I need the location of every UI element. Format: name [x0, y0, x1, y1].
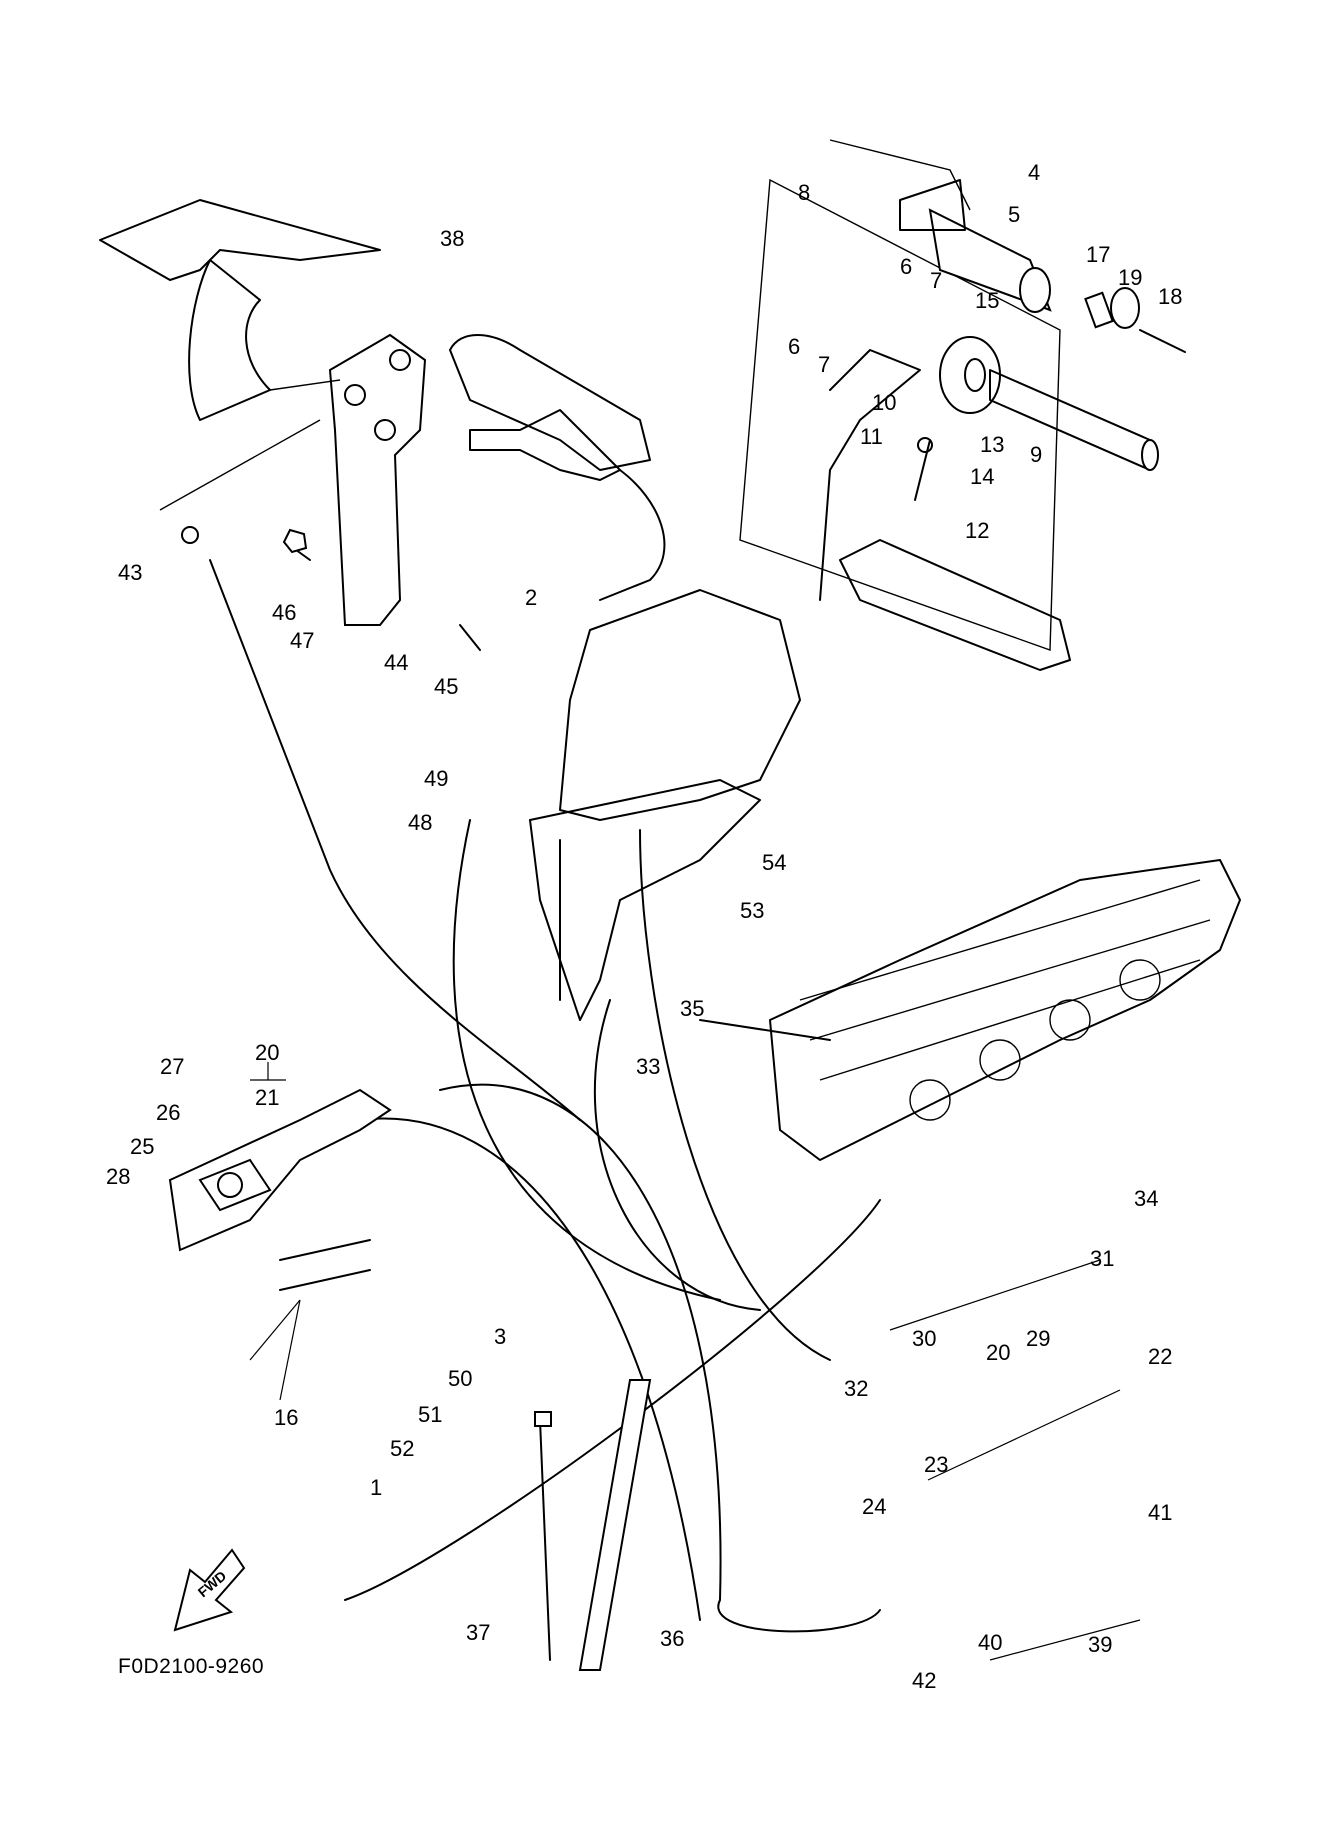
callout-12: 12 — [965, 518, 989, 543]
callout-14: 14 — [970, 464, 994, 489]
callout-43: 43 — [118, 560, 142, 585]
callout-37: 37 — [466, 1620, 490, 1645]
callout-53: 53 — [740, 898, 764, 923]
figure-code: F0D2100-9260 — [118, 1655, 265, 1678]
callout-34: 34 — [1134, 1186, 1158, 1211]
callout-9: 9 — [1030, 442, 1042, 467]
callout-21: 21 — [255, 1085, 279, 1110]
callout-54: 54 — [762, 850, 786, 875]
callout-20a: 20 — [255, 1040, 279, 1065]
group-brackets — [249, 1062, 1141, 1661]
callout-29: 29 — [1026, 1326, 1050, 1351]
callout-30: 30 — [912, 1326, 936, 1351]
callout-38: 38 — [440, 226, 464, 251]
callout-13: 13 — [980, 432, 1004, 457]
cables — [209, 559, 881, 1633]
callout-35: 35 — [680, 996, 704, 1021]
callout-47: 47 — [290, 628, 314, 653]
callout-18: 18 — [1158, 284, 1182, 309]
callout-22: 22 — [1148, 1344, 1172, 1369]
callout-7b: 7 — [818, 352, 830, 377]
callout-16: 16 — [274, 1405, 298, 1430]
callout-41: 41 — [1148, 1500, 1172, 1525]
callout-26: 26 — [156, 1100, 180, 1125]
callout-32: 32 — [844, 1376, 868, 1401]
callout-20b: 20 — [986, 1340, 1010, 1365]
callout-17: 17 — [1086, 242, 1110, 267]
callout-labels: 1 2 3 4 5 6 6 7 7 8 9 10 11 12 13 14 15 … — [106, 160, 1182, 1693]
callout-2: 2 — [525, 585, 537, 610]
callout-24: 24 — [862, 1494, 886, 1519]
callout-33: 33 — [636, 1054, 660, 1079]
callout-25: 25 — [130, 1134, 154, 1159]
fwd-arrow-marker: FWD — [173, 1548, 246, 1632]
throttle-grip-assembly — [739, 139, 1159, 651]
callout-49: 49 — [424, 766, 448, 791]
callout-11: 11 — [860, 424, 883, 449]
callout-40: 40 — [978, 1630, 1002, 1655]
callout-3: 3 — [494, 1324, 506, 1349]
callout-19: 19 — [1118, 265, 1142, 290]
callout-10: 10 — [872, 390, 896, 415]
callout-50: 50 — [448, 1366, 472, 1391]
callout-48: 48 — [408, 810, 432, 835]
callout-51: 51 — [418, 1402, 442, 1427]
hardware-small — [181, 287, 1186, 651]
callout-1: 1 — [370, 1475, 382, 1500]
callout-28: 28 — [106, 1164, 130, 1189]
engine-block — [769, 859, 1241, 1161]
callout-27: 27 — [160, 1054, 184, 1079]
callout-39: 39 — [1088, 1632, 1112, 1657]
callout-31: 31 — [1090, 1246, 1114, 1271]
callout-23: 23 — [924, 1452, 948, 1477]
lever-bracket — [168, 1088, 392, 1252]
callout-46: 46 — [272, 600, 296, 625]
callout-52: 52 — [390, 1436, 414, 1461]
callout-44: 44 — [384, 650, 408, 675]
callout-7a: 7 — [930, 268, 942, 293]
callout-36: 36 — [660, 1626, 684, 1651]
handlebar — [449, 334, 1071, 1021]
callout-6a: 6 — [900, 254, 912, 279]
throttle-lever-assembly — [99, 199, 427, 626]
callout-42: 42 — [912, 1668, 936, 1693]
callout-4: 4 — [1028, 160, 1040, 185]
callout-8: 8 — [798, 180, 810, 205]
callout-45: 45 — [434, 674, 458, 699]
callout-5: 5 — [1008, 202, 1020, 227]
cable-ties — [534, 1379, 652, 1671]
callout-15: 15 — [975, 288, 999, 313]
callout-6b: 6 — [788, 334, 800, 359]
